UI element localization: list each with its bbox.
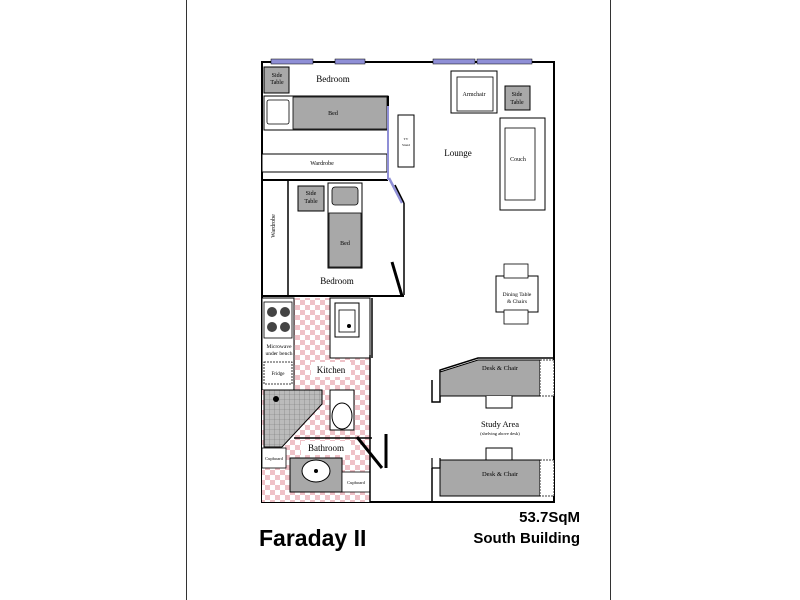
desk2-label: Desk & Chair [482, 471, 519, 478]
side-table2-l2-label: Table [304, 199, 318, 205]
microwave-l1-label: Microwave [266, 344, 292, 350]
plan-building: South Building [473, 530, 580, 547]
window [334, 58, 366, 65]
side-table [504, 85, 531, 111]
cooktop [263, 301, 293, 339]
cupboard [261, 447, 287, 469]
side-table1-l1-label: Side [272, 73, 283, 79]
bedroom2-label: Bedroom [320, 276, 354, 286]
study-label: Study Area [481, 419, 519, 429]
bathroom-label: Bathroom [308, 443, 344, 453]
kitchen-label: Kitchen [317, 365, 346, 375]
dining-l2-label: & Chairs [507, 299, 527, 305]
bedroom1-label: Bedroom [316, 74, 350, 84]
fridge-label: Fridge [271, 372, 285, 377]
side-table [297, 185, 325, 212]
door [387, 177, 404, 204]
side-table2-l1-label: Side [306, 191, 317, 197]
window [270, 58, 314, 65]
bed1-label: Bed [328, 111, 338, 117]
tv-stand [397, 114, 415, 168]
door [390, 261, 404, 297]
armchair-label: Armchair [463, 92, 486, 98]
plan-area: 53.7SqM [519, 509, 580, 526]
dining-l1-label: Dining Table [503, 292, 532, 298]
tv-stand-l2-label: Stand [402, 143, 410, 147]
lounge-label: Lounge [444, 148, 472, 158]
plan-title: Faraday II [259, 525, 367, 551]
side-table1-l2-label: Table [270, 80, 284, 86]
page-frame [186, 0, 611, 600]
window [476, 58, 533, 65]
microwave-l2-label: under bench [265, 351, 292, 357]
outer-wall [261, 61, 555, 503]
wardrobe1-label: Wardrobe [310, 161, 334, 167]
window [432, 58, 476, 65]
side-table3-l1-label: Side [512, 92, 523, 98]
door [355, 436, 384, 469]
cupboard1-label: Cupboard [265, 456, 283, 461]
wardrobe2-label: Wardrobe [271, 214, 277, 238]
fridge [263, 361, 293, 385]
desk1-label: Desk & Chair [482, 365, 519, 372]
cupboard2-label: Cupboard [347, 480, 365, 485]
desk [439, 459, 541, 497]
study-note-label: (shelving above desk) [480, 431, 520, 436]
shower [263, 389, 323, 448]
tv-stand-l1-label: TV [404, 137, 409, 141]
side-table [263, 66, 290, 94]
bed2-label: Bed [340, 241, 350, 247]
couch-label: Couch [510, 157, 526, 163]
side-table3-l2-label: Table [510, 100, 524, 106]
